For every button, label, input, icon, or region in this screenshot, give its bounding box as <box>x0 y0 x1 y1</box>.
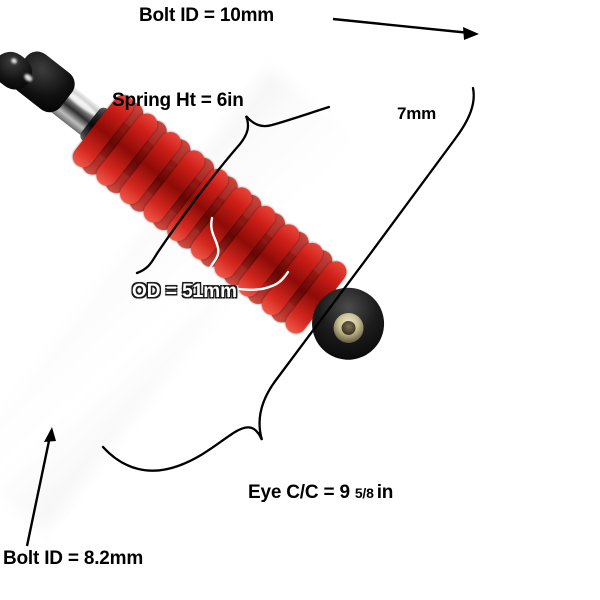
arrow-to-bottom-eye <box>25 427 56 547</box>
eye-cc-main-text: Eye C/C = 9 <box>248 482 350 503</box>
od-caliper <box>206 216 290 291</box>
label-spring-height: Spring Ht = 6in <box>112 90 244 111</box>
eye-cc-unit: in <box>376 482 394 503</box>
label-outer-diameter: OD = 51mm <box>132 281 238 302</box>
wire-diameter-caliper <box>381 126 419 148</box>
eye-cc-brace <box>101 86 475 472</box>
eye-cc-fraction: 5/8 <box>354 485 374 501</box>
label-wire-diameter: 7mm <box>397 104 437 123</box>
label-bolt-id-top: Bolt ID = 10mm <box>139 5 274 26</box>
label-bolt-id-bottom: Bolt ID = 8.2mm <box>3 548 144 569</box>
spring-height-brace <box>135 105 331 275</box>
arrow-to-top-eye <box>332 17 479 40</box>
